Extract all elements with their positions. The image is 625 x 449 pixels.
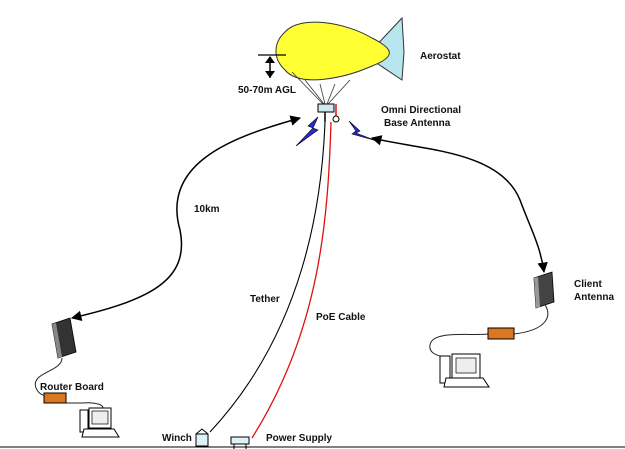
router-board-label: Router Board	[40, 382, 104, 393]
base-antenna-label-line1: Omni Directional	[381, 105, 461, 116]
distance-label: 10km	[194, 204, 220, 215]
router-board-box	[43, 392, 67, 404]
link-to-client-arrow	[370, 135, 548, 274]
altitude-indicator	[258, 54, 286, 78]
rigging-lines	[291, 71, 351, 105]
winch-label: Winch	[162, 433, 192, 444]
tether-line	[209, 121, 326, 433]
router-computer-icon	[79, 407, 120, 438]
client-antenna-label-line1: Client	[574, 279, 602, 290]
client-router-box	[487, 327, 515, 340]
winch-icon	[195, 428, 209, 447]
left-lightning-icon	[295, 116, 319, 147]
client-antenna-label-line2: Antenna	[574, 292, 614, 303]
aerostat-balloon	[275, 16, 405, 81]
tether-label: Tether	[250, 294, 280, 305]
router-antenna-panel	[51, 317, 77, 359]
poe-cable-label: PoE Cable	[316, 312, 366, 323]
altitude-label: 50-70m AGL	[238, 85, 296, 96]
base-antenna-label-line2: Base Antenna	[384, 118, 451, 129]
aerostat-label: Aerostat	[420, 51, 461, 62]
aerostat-body	[275, 21, 390, 81]
power-supply-label: Power Supply	[266, 433, 333, 444]
client-antenna-panel	[533, 271, 555, 309]
link-to-router-arrow	[70, 115, 302, 321]
client-computer-icon	[439, 353, 490, 388]
base-antenna	[317, 103, 340, 123]
poe-cable-line	[251, 121, 332, 439]
